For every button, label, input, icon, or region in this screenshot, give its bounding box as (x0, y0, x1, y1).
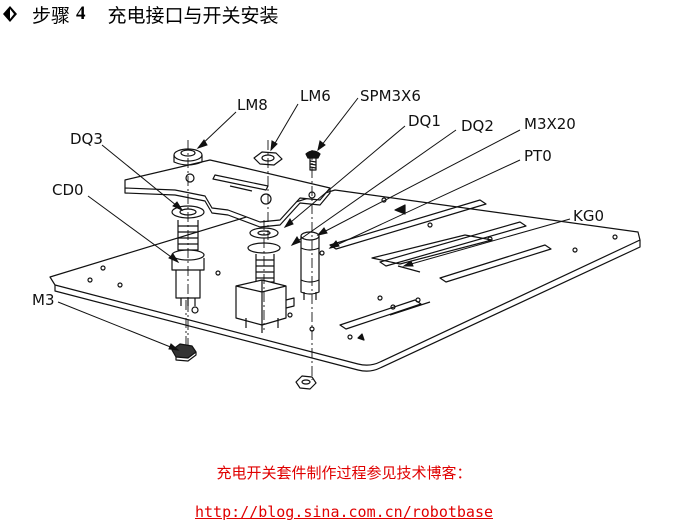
bracket-plate (124, 159, 331, 223)
label-dq3: DQ3 (70, 130, 103, 148)
label-kg0: KG0 (573, 207, 604, 225)
step-heading: 步骤 4 充电接口与开关安装 (2, 1, 279, 27)
base-plate (49, 189, 641, 366)
label-m3: M3 (32, 291, 55, 309)
step-title: 充电接口与开关安装 (107, 4, 279, 27)
label-spm3x6: SPM3X6 (360, 87, 421, 105)
label-dq2: DQ2 (461, 117, 494, 135)
blog-link[interactable]: http://blog.sina.com.cn/robotbase (194, 503, 493, 521)
label-cd0: CD0 (52, 181, 84, 199)
label-lm6: LM6 (300, 87, 331, 105)
label-lm8: LM8 (237, 96, 268, 114)
step-number: 4 (76, 3, 86, 24)
blog-note: 充电开关套件制作过程参见技术博客： (216, 464, 472, 482)
label-pt0: PT0 (524, 147, 552, 165)
label-m3x20: M3X20 (524, 115, 576, 133)
step-label: 步骤 (32, 4, 71, 27)
diamond-bullet-icon (3, 6, 17, 22)
label-dq1: DQ1 (408, 112, 441, 130)
